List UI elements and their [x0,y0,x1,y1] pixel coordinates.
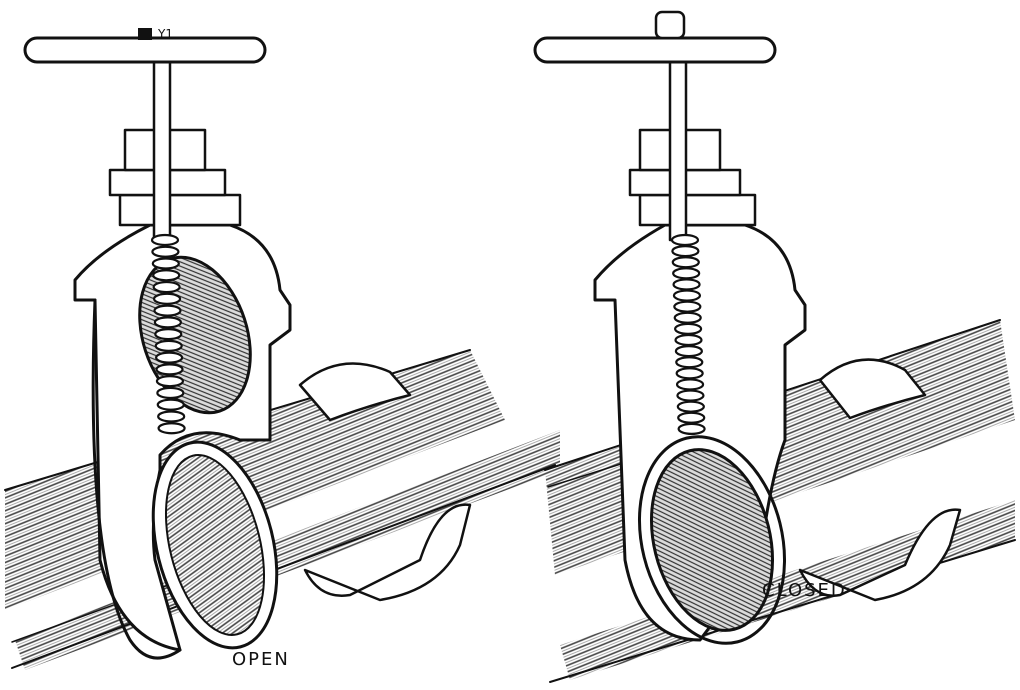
spring-coil [674,345,703,358]
spring-coil [674,322,703,335]
spring-coil [157,410,186,423]
spring-coil [154,328,183,341]
spring-coil [155,351,184,364]
spring-coil [152,292,182,305]
valve-body-open [73,128,292,660]
spring-coil [153,316,182,329]
spring-coil [673,300,702,313]
handwheel-open: Y1 [23,27,267,64]
stem-open [150,58,186,435]
open-valve-diagram: Y1 OPEN [4,27,560,670]
handwheel-closed [533,10,777,64]
spring-coil [676,389,705,402]
closed-label: CLOSED [762,580,847,601]
open-label: OPEN [232,649,290,670]
spring-coil [150,233,180,247]
spring-coil [675,378,705,391]
spring-coil [670,233,700,247]
spring-coil [677,411,706,424]
spring-coil [672,267,701,280]
spring-coil [156,386,185,400]
spring-coil [671,256,700,269]
spring-coil [155,375,185,388]
closed-valve-diagram: CLOSED [533,10,1016,683]
spring-coil [152,280,181,294]
pipe-open [4,349,560,670]
spring-coil [675,367,704,380]
spring-coil [156,398,185,411]
spring-coil [675,356,704,369]
spring-coil [151,257,180,270]
spring-coil [157,422,186,435]
spring-coil [676,400,705,413]
spring-coil [677,422,706,435]
spring-coil [154,339,183,352]
spring-coil [671,245,700,258]
spring-coil [155,363,184,376]
spring-coil [672,278,701,291]
spring-coil [151,245,180,258]
spring-coil [673,311,702,324]
stem-closed [668,43,706,435]
svg-text:Y1: Y1 [157,27,173,41]
spring-coil [153,304,182,317]
spring-coil [674,333,703,347]
spring-coil [672,289,702,302]
spring-coil [152,269,181,282]
